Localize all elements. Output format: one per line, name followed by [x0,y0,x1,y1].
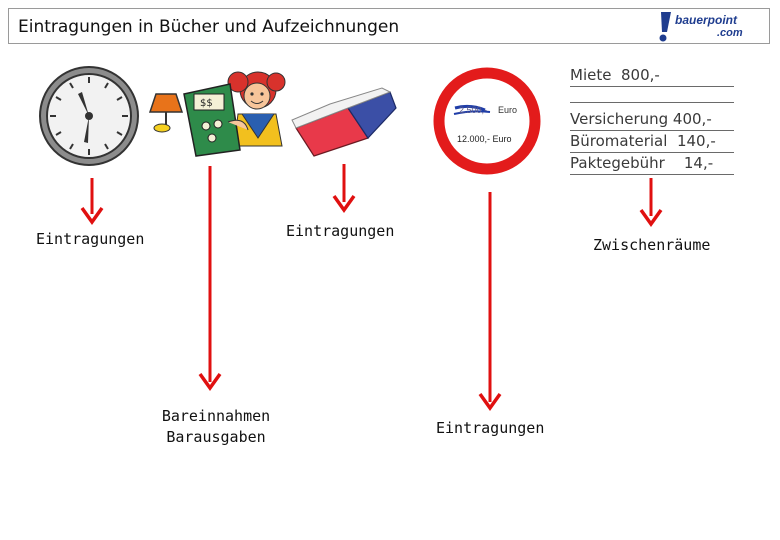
eraser-label: Eintragungen [286,222,395,240]
clock-label: Eintragungen [36,230,145,248]
arrow-down-icon [639,178,663,228]
exclamation-logo-icon [659,12,671,42]
logo-domain: .com [717,27,743,39]
note-line-insurance: Versicherung 400,- [570,110,712,128]
note-rule [570,174,734,175]
logo-text: bauerpoint [675,13,737,27]
eraser-icon [291,87,397,157]
cash-label-income: Bareinnahmen [161,407,271,425]
note-rule [570,86,734,87]
stamp-icon: 2.500,- Euro 12.000,- Euro [433,67,541,175]
note-label: Zwischenräume [593,236,711,254]
stamp-label: Eintragungen [436,419,545,437]
note-rule [570,130,734,131]
stamp-struck-currency: Euro [498,105,517,115]
stamp-value: 12.000,- Euro [457,134,512,144]
arrow-down-icon [80,178,104,226]
cash-label-expenses: Barausgaben [166,428,266,446]
svg-text:$$: $$ [200,98,213,109]
cash-register-woman-icon: $$ [148,71,286,157]
bauerpoint-logo: bauerpoint .com [655,10,759,44]
arrow-down-icon [478,192,502,412]
note-rule [570,152,734,153]
note-rule [570,102,734,103]
note-line-fee: Paktegebühr 14,- [570,154,714,172]
arrow-down-icon [198,166,222,392]
clock-icon [39,66,139,166]
page-title: Eintragungen in Bücher und Aufzeichnunge… [18,17,400,37]
note-line-rent: Miete 800,- [570,66,660,84]
stamp-struck-value: 2.500,- [459,105,487,115]
note-line-office: Büromaterial 140,- [570,132,716,150]
expense-note: Miete 800,- Versicherung 400,- Büromater… [568,64,736,178]
title-bar: Eintragungen in Bücher und Aufzeichnunge… [8,8,770,44]
arrow-down-icon [332,164,356,214]
